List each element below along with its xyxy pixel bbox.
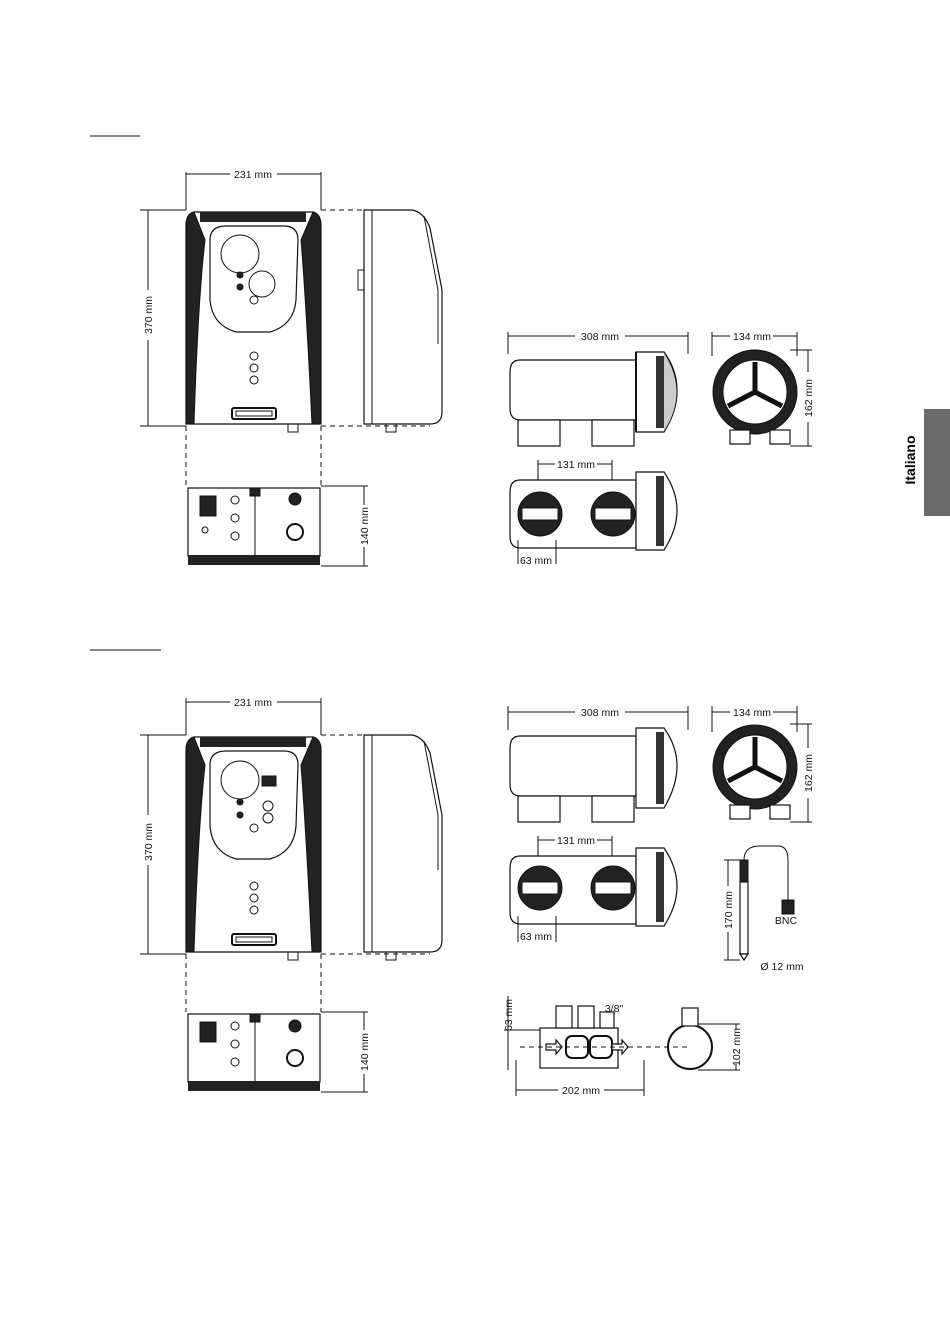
- section2-probe-view: BNC 170 mm Ø 12 mm: [723, 846, 804, 973]
- chamber-length-dim: 202 mm: [562, 1085, 600, 1097]
- section1-cell-top-view: 131 mm 63 mm: [510, 459, 677, 567]
- section1-side-view: [321, 210, 442, 432]
- section1-front-view: 231 mm 370 mm: [140, 169, 321, 432]
- probe-diameter-dim: Ø 12 mm: [760, 961, 803, 973]
- s2-cell-diameter-dim: 134 mm: [733, 707, 771, 719]
- s1-height-dim: 370 mm: [143, 296, 155, 334]
- section1-bottom-view: 140 mm: [186, 426, 371, 566]
- s1-cell-diameter-dim: 134 mm: [733, 331, 771, 343]
- s2-cell-height-dim: 162 mm: [803, 754, 815, 792]
- s2-height-dim: 370 mm: [143, 823, 155, 861]
- section2-front-view: 231 mm 370 mm: [140, 697, 321, 960]
- s2-port-spacing-dim: 131 mm: [557, 835, 595, 847]
- s1-width-dim: 231 mm: [234, 169, 272, 181]
- probe-length-dim: 170 mm: [723, 891, 735, 929]
- s1-cell-height-dim: 162 mm: [803, 379, 815, 417]
- probe-connector-label: BNC: [775, 915, 798, 927]
- section1-cell-end-view: 134 mm 162 mm: [712, 331, 815, 446]
- s1-depth-dim: 140 mm: [359, 507, 371, 545]
- chamber-height-dim: 63 mm: [503, 999, 515, 1031]
- s2-depth-dim: 140 mm: [359, 1033, 371, 1071]
- s2-cell-length-dim: 308 mm: [581, 707, 619, 719]
- section2-cell-side-view: 308 mm: [508, 706, 688, 822]
- s2-width-dim: 231 mm: [234, 697, 272, 709]
- section2-cell-top-view: 131 mm 63 mm: [510, 835, 677, 943]
- s1-cell-length-dim: 308 mm: [581, 331, 619, 343]
- section1-cell-side-view: 308 mm: [508, 331, 688, 446]
- s1-port-diameter-dim: 63 mm: [520, 555, 552, 567]
- s2-port-diameter-dim: 63 mm: [520, 931, 552, 943]
- chamber-diameter-dim: 102 mm: [731, 1028, 743, 1066]
- section2-chamber-view: 63 mm 3/8" 102 mm 202 mm: [503, 996, 743, 1097]
- section2-cell-end-view: 134 mm 162 mm: [712, 706, 815, 822]
- chamber-thread-label: 3/8": [605, 1003, 624, 1015]
- s1-port-spacing-dim: 131 mm: [557, 459, 595, 471]
- section2-side-view: [321, 735, 442, 960]
- section2-bottom-view: 140 mm: [186, 954, 371, 1092]
